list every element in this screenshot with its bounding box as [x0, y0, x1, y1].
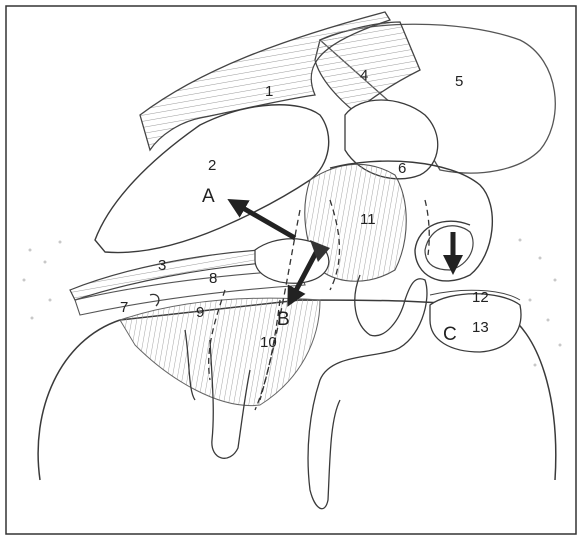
label-c: C [443, 324, 457, 345]
label-1: 1 [265, 83, 273, 100]
label-2: 2 [208, 157, 216, 174]
label-12: 12 [472, 289, 489, 306]
label-7: 7 [120, 299, 128, 316]
label-3: 3 [158, 257, 166, 274]
label-b: B [277, 309, 290, 330]
label-4: 4 [360, 67, 368, 84]
label-a: A [202, 186, 215, 207]
label-11: 11 [360, 211, 376, 228]
label-8: 8 [209, 270, 217, 287]
label-10: 10 [260, 334, 277, 351]
label-6: 6 [398, 160, 406, 177]
label-9: 9 [196, 304, 204, 321]
label-5: 5 [455, 73, 463, 90]
label-13: 13 [472, 319, 489, 336]
